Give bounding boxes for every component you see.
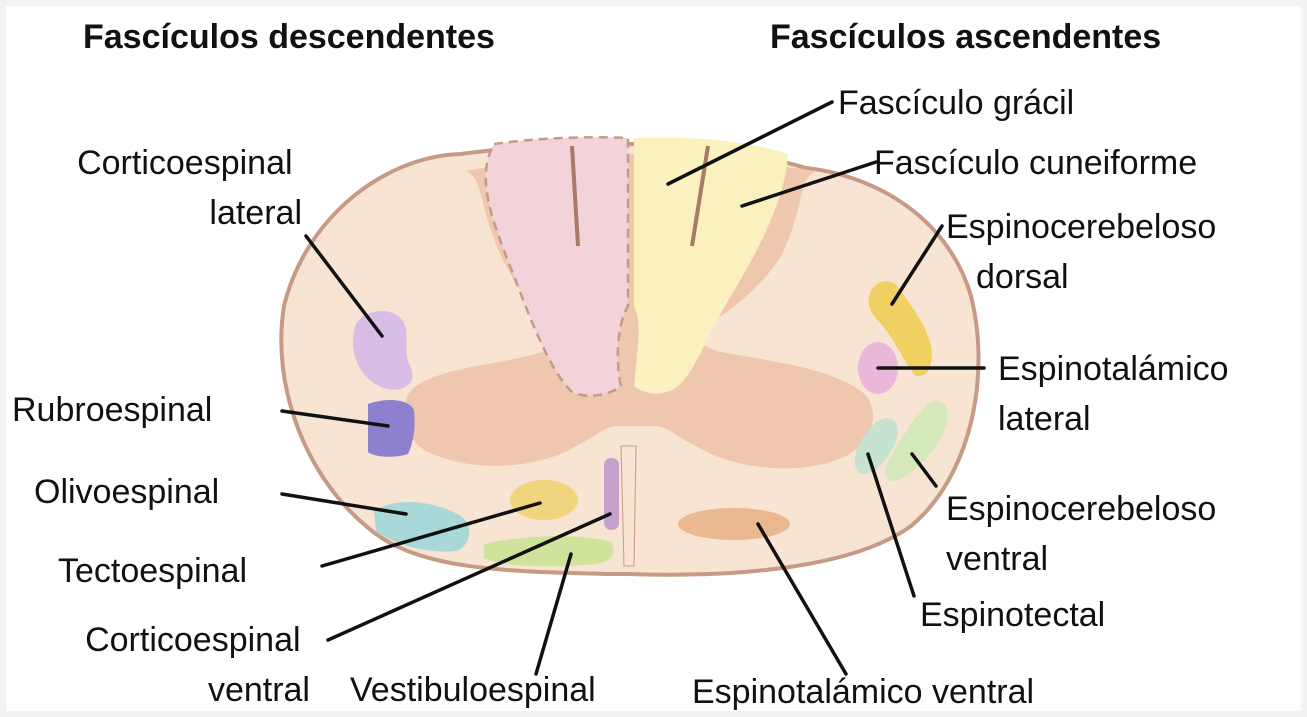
label-espinocerebeloso-ventral: Espinocerebeloso ventral [946,490,1226,578]
label-espinotalamico-ventral: Espinotalámico ventral [692,673,1034,711]
label-olivoespinal: Olivoespinal [34,473,219,511]
header-ascending: Fascículos ascendentes [770,18,1161,56]
label-espinotalamico-lateral-line2: lateral [998,400,1091,438]
spinal-cord-diagram: Fascículos descendentes Fascículos ascen… [6,6,1301,711]
label-corticoespinal-ventral-line2: ventral [208,671,310,709]
label-fasciculo-cuneiforme: Fascículo cuneiforme [874,144,1197,182]
label-espinotectal: Espinotectal [920,596,1105,634]
label-corticoespinal-lateral: Corticoespinal lateral [77,144,302,232]
label-espinocerebeloso-ventral-line1: Espinocerebeloso [946,490,1216,528]
corticoespinal-ventral-tract [604,458,619,530]
label-tectoespinal: Tectoespinal [58,552,247,590]
label-corticoespinal-lateral-line2: lateral [209,194,302,232]
label-espinocerebeloso-dorsal-line1: Espinocerebeloso [946,208,1216,246]
label-espinocerebeloso-ventral-line2: ventral [946,540,1048,578]
label-rubroespinal: Rubroespinal [12,391,212,429]
espinotalamico-ventral-tract [678,508,790,540]
label-espinotalamico-lateral-line1: Espinotalámico [998,350,1229,388]
header-descending: Fascículos descendentes [83,18,495,56]
label-corticoespinal-lateral-line1: Corticoespinal [77,144,292,182]
diagram-canvas: Fascículos descendentes Fascículos ascen… [6,6,1301,711]
rubroespinal-tract [368,400,415,457]
label-vestibuloespinal: Vestibuloespinal [350,671,596,709]
label-espinocerebeloso-dorsal: Espinocerebeloso dorsal [946,208,1226,296]
tectoespinal-tract [510,480,578,520]
label-espinotalamico-lateral: Espinotalámico lateral [998,350,1238,438]
label-corticoespinal-ventral-line1: Corticoespinal [85,621,300,659]
label-espinocerebeloso-dorsal-line2: dorsal [976,258,1069,296]
label-fasciculo-gracil: Fascículo grácil [838,84,1074,122]
label-corticoespinal-ventral: Corticoespinal ventral [85,621,310,709]
ventral-median-fissure [621,446,636,566]
